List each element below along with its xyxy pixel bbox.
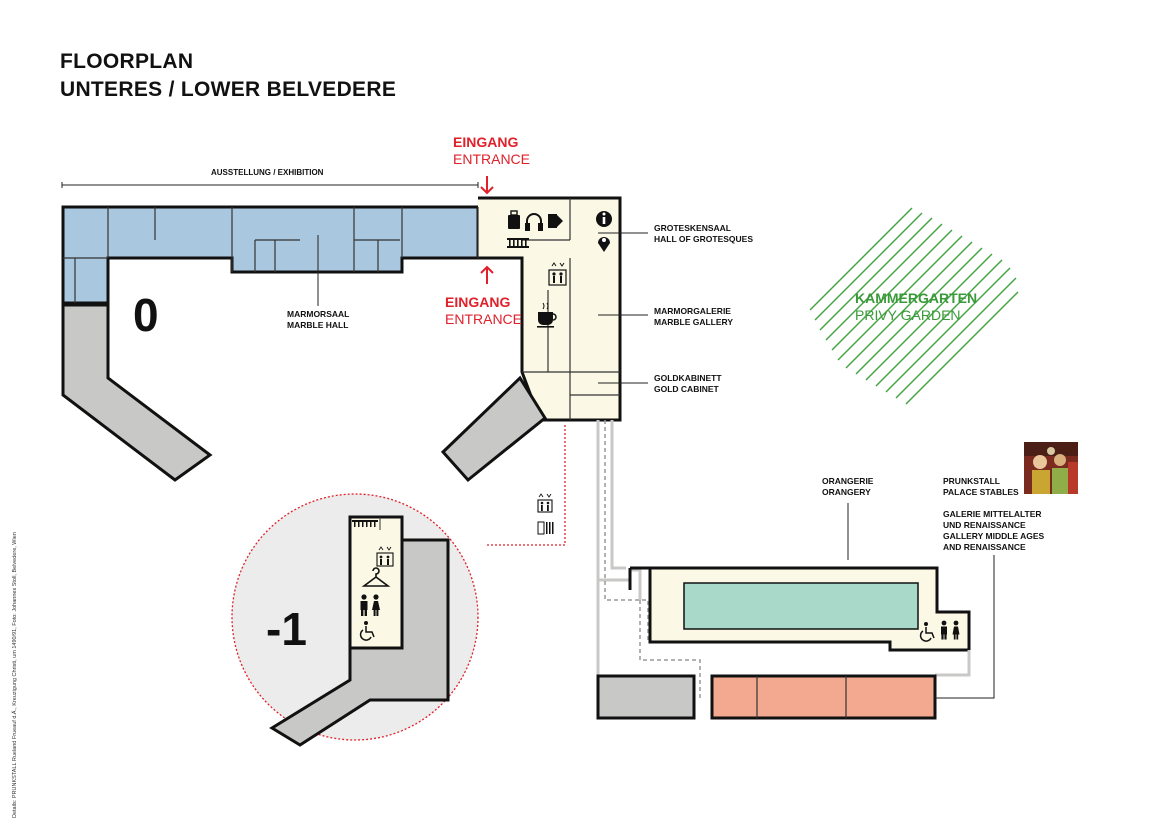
exhibition-wing <box>61 205 480 305</box>
entrance-side-label: EINGANG ENTRANCE <box>445 294 522 328</box>
ticket-icon <box>548 214 563 228</box>
ticket-counter-icon <box>352 520 378 527</box>
goldkabinett-en: GOLD CABINET <box>654 384 719 394</box>
label-goldkabinett: GOLDKABINETT GOLD CABINET <box>654 373 722 395</box>
marmorsaal-de: MARMORSAAL <box>287 309 350 319</box>
galerie-line1: GALERIE MITTELALTER <box>943 509 1042 519</box>
marmorgalerie-en: MARBLE GALLERY <box>654 317 734 327</box>
label-marmorsaal: MARMORSAAL MARBLE HALL <box>287 309 349 331</box>
arrow-up-icon <box>480 265 494 284</box>
garden-de: KAMMERGARTEN <box>855 290 978 306</box>
entrance-hall <box>477 196 622 422</box>
arrow-down-icon <box>480 176 494 195</box>
info-icon <box>596 211 612 227</box>
west-wing-closed <box>61 303 213 482</box>
galerie-line3: GALLERY MIDDLE AGES <box>943 531 1045 541</box>
leader-lines <box>317 232 995 699</box>
exhibition-label: AUSSTELLUNG / EXHIBITION <box>211 168 324 177</box>
audioguide-icon <box>525 213 543 231</box>
orangerie-en: ORANGERY <box>822 487 871 497</box>
basement-link-dotted <box>487 425 566 546</box>
cafe-icon <box>537 302 557 328</box>
title-line-2: UNTERES / LOWER BELVEDERE <box>60 78 397 101</box>
stables-connector <box>935 650 971 677</box>
elevator-icon <box>376 546 394 567</box>
closed-block <box>596 674 696 720</box>
floor-number-ground: 0 <box>133 289 159 341</box>
galerie-line2: UND RENAISSANCE <box>943 520 1026 530</box>
title-line-1: FLOORPLAN <box>60 50 194 73</box>
east-wing-closed <box>440 375 547 483</box>
galerie-line4: AND RENAISSANCE <box>943 542 1026 552</box>
painting-thumbnail <box>1024 442 1078 494</box>
luggage-icon <box>508 210 520 229</box>
prunkstall-en: PALACE STABLES <box>943 487 1019 497</box>
garden-label: KAMMERGARTEN PRIVY GARDEN <box>855 290 977 324</box>
palace-stables <box>710 674 937 720</box>
entrance-side-en: ENTRANCE <box>445 311 523 327</box>
shop-icon <box>537 521 554 535</box>
orangery-building <box>628 566 971 652</box>
label-groteskensaal: GROTESKENSAAL HALL OF GROTESQUES <box>654 223 753 245</box>
marmorsaal-en: MARBLE HALL <box>287 320 349 330</box>
entrance-top-label: EINGANG ENTRANCE <box>453 134 530 168</box>
groteskensaal-en: HALL OF GROTESQUES <box>654 234 754 244</box>
entrance-top-en: ENTRANCE <box>453 151 531 167</box>
label-galerie: GALERIE MITTELALTER UND RENAISSANCE GALL… <box>943 509 1044 553</box>
restroom-icon <box>360 594 380 616</box>
marmorgalerie-de: MARMORGALERIE <box>654 306 731 316</box>
garden-hatch <box>809 207 1019 405</box>
goldkabinett-de: GOLDKABINETT <box>654 373 722 383</box>
label-marmorgalerie: MARMORGALERIE MARBLE GALLERY <box>654 306 733 328</box>
wheelchair-icon <box>919 622 935 642</box>
floor-number-basement: -1 <box>266 603 307 655</box>
entrance-side-de: EINGANG <box>445 294 511 310</box>
orangerie-de: ORANGERIE <box>822 476 874 486</box>
garden-en: PRIVY GARDEN <box>855 307 961 323</box>
wardrobe-icon <box>361 567 391 587</box>
elevator-icon <box>548 262 567 286</box>
corridor <box>596 420 701 700</box>
elevator-icon <box>537 493 553 513</box>
groteskensaal-de: GROTESKENSAAL <box>654 223 731 233</box>
photo-credit: Details: PRUNKSTALL Rueland Frueauf d.Ä.… <box>12 532 18 818</box>
wheelchair-icon <box>359 621 375 641</box>
location-pin-icon <box>598 237 610 252</box>
entrance-top-de: EINGANG <box>453 134 519 150</box>
label-orangerie: ORANGERIE ORANGERY <box>822 476 873 498</box>
label-prunkstall: PRUNKSTALL PALACE STABLES <box>943 476 1019 498</box>
prunkstall-de: PRUNKSTALL <box>943 476 1000 486</box>
restroom-icon <box>941 620 960 640</box>
ticket-counter-icon <box>507 238 529 248</box>
exhibition-span-line <box>61 182 479 188</box>
